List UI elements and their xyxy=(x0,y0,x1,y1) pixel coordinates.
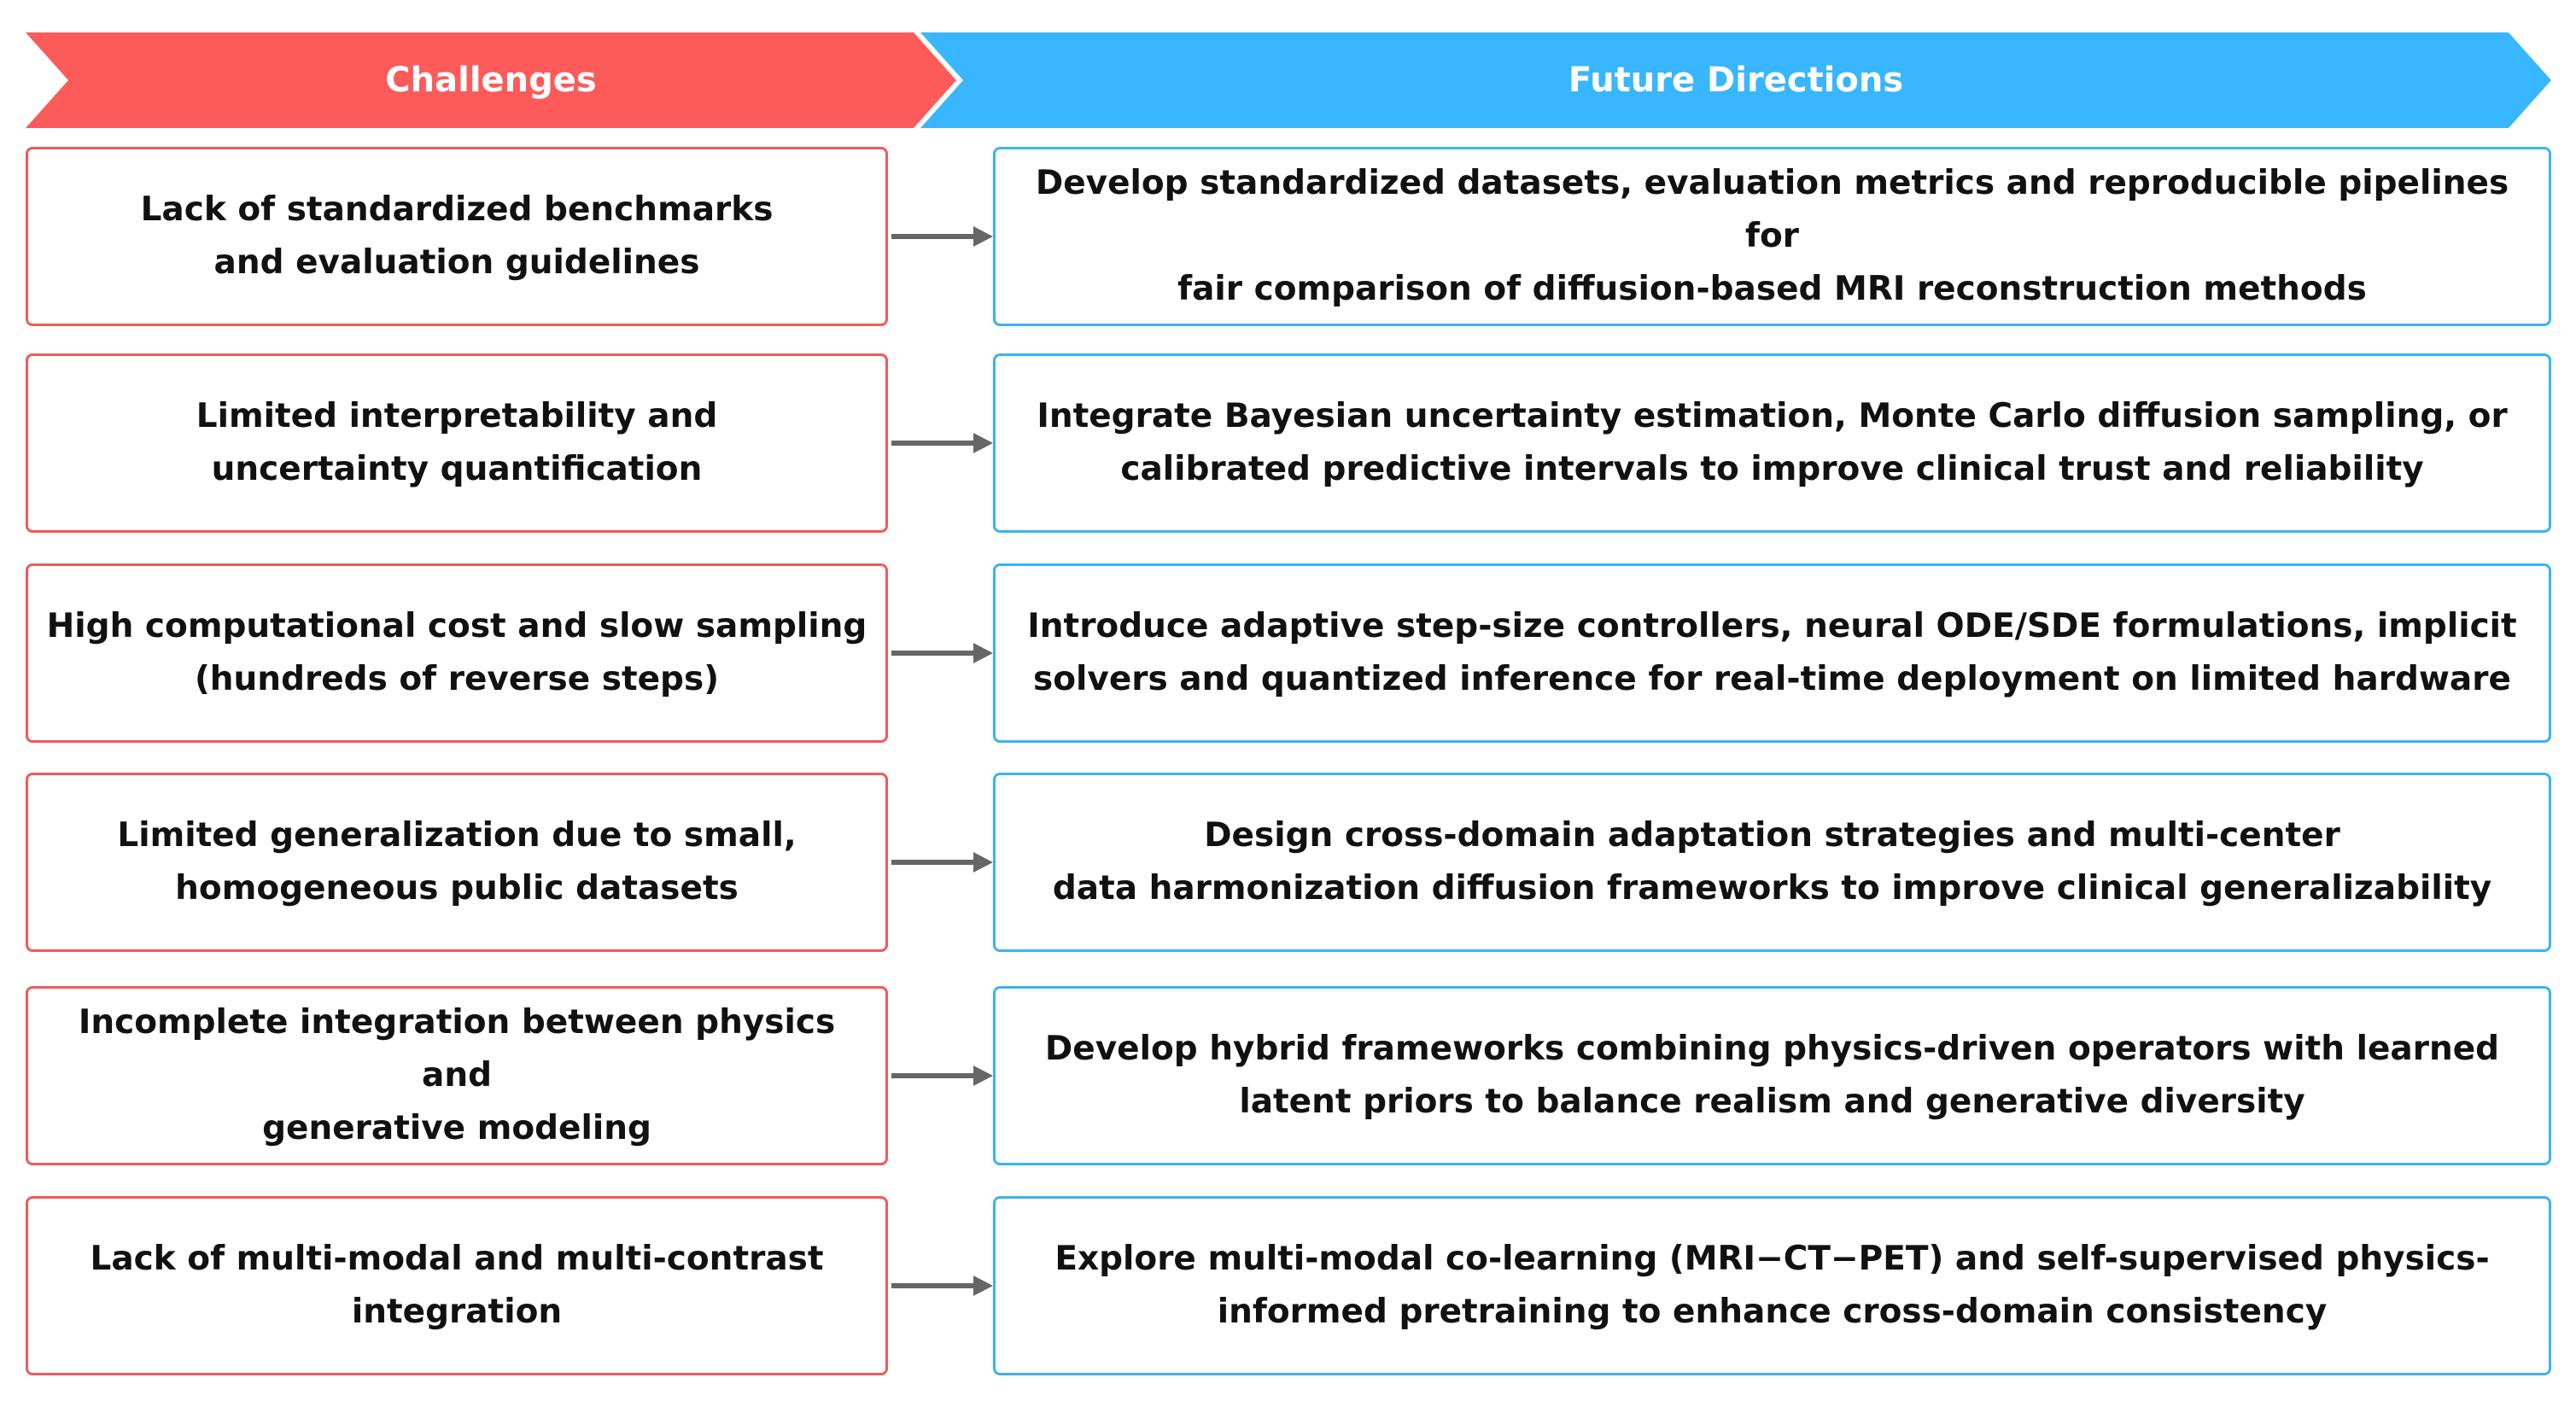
direction-line: fair comparison of diffusion-based MRI r… xyxy=(1177,270,2367,308)
connector-arrow-5 xyxy=(891,1065,993,1086)
future-directions-header: Future Directions xyxy=(920,32,2551,128)
direction-line: Develop standardized datasets, evaluatio… xyxy=(1035,164,2509,255)
challenge-line: Limited interpretability and xyxy=(196,397,718,435)
challenge-line: integration xyxy=(351,1293,563,1331)
direction-text-2: Integrate Bayesian uncertainty estimatio… xyxy=(1037,390,2507,496)
direction-line: data harmonization diffusion frameworks … xyxy=(1052,869,2492,908)
challenges-header-shape xyxy=(26,32,956,128)
challenge-box-6: Lack of multi-modal and multi-contrast i… xyxy=(26,1196,888,1375)
challenge-line: generative modeling xyxy=(262,1109,651,1147)
challenge-box-4: Limited generalization due to small, hom… xyxy=(26,773,888,952)
challenge-text-1: Lack of standardized benchmarks and eval… xyxy=(141,184,774,289)
challenge-box-5: Incomplete integration between physics a… xyxy=(26,986,888,1165)
challenges-header-label: Challenges xyxy=(385,61,597,100)
connector-arrow-6 xyxy=(891,1275,993,1296)
challenge-line: High computational cost and slow samplin… xyxy=(46,607,867,645)
direction-line: Design cross-domain adaptation strategie… xyxy=(1204,816,2340,855)
direction-box-6: Explore multi-modal co-learning (MRI−CT−… xyxy=(993,1196,2551,1375)
challenge-line: and evaluation guidelines xyxy=(213,243,700,282)
connector-arrow-4 xyxy=(891,852,993,873)
direction-box-4: Design cross-domain adaptation strategie… xyxy=(993,773,2551,952)
connector-arrow-2 xyxy=(891,433,993,453)
challenges-header: Challenges xyxy=(26,32,956,128)
future-directions-header-shape xyxy=(920,32,2551,128)
direction-box-5: Develop hybrid frameworks combining phys… xyxy=(993,986,2551,1165)
challenge-text-4: Limited generalization due to small, hom… xyxy=(117,809,796,915)
challenge-line: Lack of multi-modal and multi-contrast xyxy=(90,1240,824,1278)
direction-box-1: Develop standardized datasets, evaluatio… xyxy=(993,147,2551,326)
direction-text-6: Explore multi-modal co-learning (MRI−CT−… xyxy=(1054,1233,2489,1339)
challenge-text-2: Limited interpretability and uncertainty… xyxy=(196,390,718,496)
direction-box-2: Integrate Bayesian uncertainty estimatio… xyxy=(993,353,2551,533)
challenge-text-5: Incomplete integration between physics a… xyxy=(44,996,870,1155)
challenge-line: Incomplete integration between physics a… xyxy=(78,1003,836,1095)
challenge-line: Limited generalization due to small, xyxy=(117,816,797,855)
direction-text-3: Introduce adaptive step-size controllers… xyxy=(1027,600,2516,706)
direction-line: Introduce adaptive step-size controllers… xyxy=(1027,607,2517,645)
challenge-box-2: Limited interpretability and uncertainty… xyxy=(26,353,888,533)
direction-line: calibrated predictive intervals to impro… xyxy=(1120,450,2424,488)
challenge-box-3: High computational cost and slow samplin… xyxy=(26,563,888,743)
direction-text-4: Design cross-domain adaptation strategie… xyxy=(1053,809,2491,915)
challenge-box-1: Lack of standardized benchmarks and eval… xyxy=(26,147,888,326)
direction-box-3: Introduce adaptive step-size controllers… xyxy=(993,563,2551,743)
challenge-text-6: Lack of multi-modal and multi-contrast i… xyxy=(91,1233,824,1339)
direction-line: Explore multi-modal co-learning (MRI−CT−… xyxy=(1054,1240,2490,1278)
future-directions-header-label: Future Directions xyxy=(1568,61,1904,100)
direction-line: Develop hybrid frameworks combining phys… xyxy=(1044,1030,2500,1068)
connector-arrow-1 xyxy=(891,226,993,247)
direction-line: latent priors to balance realism and gen… xyxy=(1239,1083,2305,1121)
direction-text-1: Develop standardized datasets, evaluatio… xyxy=(1011,157,2533,316)
challenge-line: Lack of standardized benchmarks xyxy=(140,190,774,229)
challenge-line: (hundreds of reverse steps) xyxy=(194,660,720,698)
direction-line: informed pretraining to enhance cross-do… xyxy=(1217,1293,2328,1331)
connector-arrow-3 xyxy=(891,643,993,663)
challenge-line: uncertainty quantification xyxy=(211,450,703,488)
direction-text-5: Develop hybrid frameworks combining phys… xyxy=(1045,1023,2499,1129)
challenge-text-3: High computational cost and slow samplin… xyxy=(47,600,867,706)
direction-line: Integrate Bayesian uncertainty estimatio… xyxy=(1037,397,2508,435)
direction-line: solvers and quantized inference for real… xyxy=(1033,660,2511,698)
challenge-line: homogeneous public datasets xyxy=(175,869,739,908)
